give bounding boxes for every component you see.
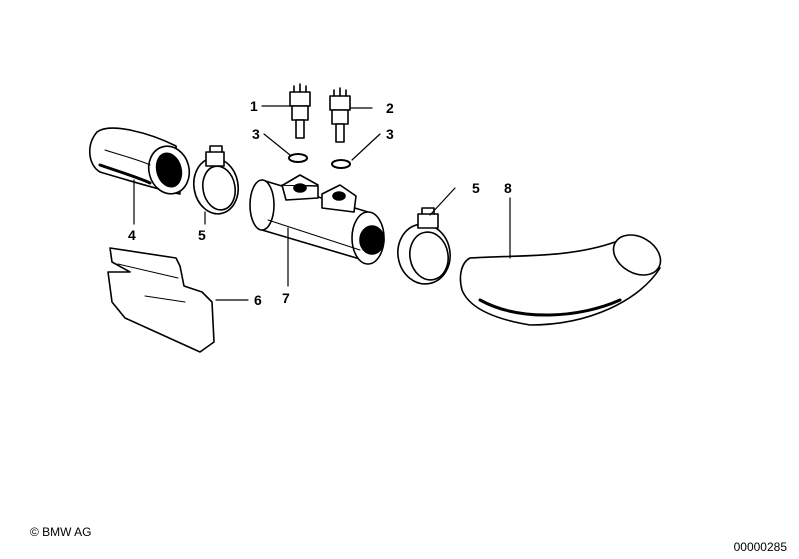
callout-1: 1 (250, 98, 258, 114)
hose-clamp-left-part-5 (192, 145, 240, 215)
callout-5-left: 5 (198, 227, 206, 243)
sender-unit-part-1 (289, 83, 311, 139)
callout-5-right: 5 (472, 180, 480, 196)
hose-sleeve-part-4 (89, 127, 191, 195)
sealing-ring-right-part-3 (331, 159, 351, 169)
callout-3-right: 3 (386, 126, 394, 142)
hose-clamp-right-part-5 (397, 207, 451, 285)
callout-4: 4 (128, 227, 136, 243)
sealing-ring-left-part-3 (288, 153, 308, 163)
callout-2: 2 (386, 100, 394, 116)
document-number: 00000285 (733, 540, 787, 554)
callout-6: 6 (254, 292, 262, 308)
callout-3-left: 3 (252, 126, 260, 142)
pipe-body-part-7 (249, 174, 385, 265)
copyright-notice: © BMW AG (30, 525, 92, 539)
bracket-plate-part-6 (107, 247, 215, 353)
leader-lines (133, 105, 511, 301)
callout-8: 8 (504, 180, 512, 196)
sender-unit-part-2 (329, 87, 351, 143)
callout-7: 7 (282, 290, 290, 306)
curved-hose-part-8 (459, 234, 662, 326)
